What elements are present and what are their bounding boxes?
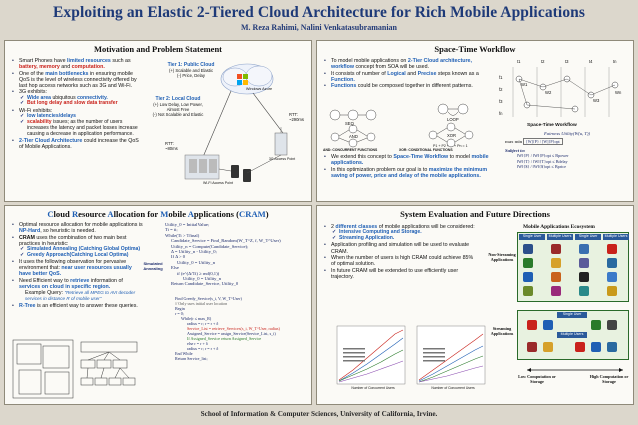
- azure-label: Windows Azure: [245, 87, 273, 91]
- motivation-heading: Motivation and Problem Statement: [93, 44, 223, 54]
- system-panel: System Evaluation and Future Directions …: [316, 205, 634, 405]
- low-computation-label: Low Computation or Storage: [518, 374, 556, 384]
- prob-equation: P1 + P2 + ... + Pn = 1: [433, 144, 468, 148]
- poster-footer: School of Information & Computer Science…: [200, 410, 438, 418]
- cram-heading: Cloud Resource Allocation for Mobile App…: [47, 209, 269, 219]
- tier1-label: Tier 1: Public Cloud (+) Scalable and El…: [167, 62, 215, 79]
- spacetime-text-top: To model mobile applications on 2-Tier C…: [321, 58, 493, 90]
- system-heading: System Evaluation and Future Directions: [400, 209, 550, 219]
- workflow-figure-title: Space-Time Workflow: [527, 123, 577, 128]
- poster-authors: M. Reza Rahimi, Nalini Venkatasubramania…: [240, 23, 398, 32]
- spacetime-panel: Space-Time Workflow To model mobile appl…: [316, 40, 634, 202]
- system-text: 2 different classes of mobile applicatio…: [321, 224, 479, 280]
- wifi-ap-label: Wi-Fi Access Point: [203, 181, 233, 185]
- poster-title: Exploiting an Elastic 2-Tiered Cloud Arc…: [52, 4, 586, 21]
- rtree-svg: [12, 339, 138, 399]
- spacetime-heading: Space-Time Workflow: [434, 44, 516, 54]
- spacetime-figure-svg: [512, 67, 619, 117]
- workflow-patterns: SEQ LOOP AND XOR AND: CONCURRENT FUNCTIO…: [323, 103, 493, 153]
- spacetime-figure: t1 t2 t3 t4 tn f1 f2 f3 fn W1 W2 W3 Wn: [497, 57, 631, 123]
- motivation-bullet-3: 3G exhibits: Wide area ubiquitous connec…: [12, 89, 139, 107]
- evaluation-charts: Number of Concurrent Users Number of Con…: [335, 324, 487, 402]
- two-tier-diagram-svg: [184, 63, 288, 182]
- evaluation-charts-svg: [336, 325, 486, 385]
- chart1-xlabel: Number of Concurrent Users: [351, 386, 395, 390]
- sa-algorithm: Utility_0 = InitialValue; Ti = ti; While…: [165, 222, 281, 287]
- sa-label: Simulated Annealing: [143, 261, 163, 271]
- rtree-illustration: [11, 336, 141, 402]
- greedy-algorithm: Find Greedy_Service(s_i, V, W_T^User) //…: [175, 296, 280, 361]
- chart2-xlabel: Number of Concurrent Users: [431, 386, 475, 390]
- optimization-formula: Fairness Utility(W(u, T)) max min [W]{P}…: [505, 131, 591, 170]
- spacetime-text-bottom: We extend this concept to Space-Time Wor…: [321, 154, 493, 179]
- high-computation-label: High Computation or Storage: [589, 374, 629, 384]
- tier2-label: Tier 2: Local Cloud (+) Low Delay, Low P…: [152, 96, 204, 118]
- ecosystem-figure: Single User Multiple Users Single User M…: [487, 232, 631, 402]
- computation-axis: [527, 368, 623, 372]
- motivation-bullet-4: Wi-Fi exhibits: low latencies/delays sca…: [12, 108, 139, 138]
- cram-panel: Cloud Resource Allocation for Mobile App…: [4, 205, 312, 405]
- poster-header: Exploiting an Elastic 2-Tiered Cloud Arc…: [0, 0, 638, 38]
- motivation-text: Smart Phones have limited resources such…: [9, 58, 139, 151]
- motivation-bullet-1: Smart Phones have limited resources such…: [12, 58, 139, 70]
- rtt-wifi-label: RTT:~80ms: [165, 141, 178, 151]
- rtt-3g-label: RTT:~290ms: [289, 112, 305, 122]
- cram-text: Optimal resource allocation for mobile a…: [9, 222, 143, 309]
- motivation-panel: Motivation and Problem Statement Smart P…: [4, 40, 312, 202]
- motivation-bullet-2: One of the main bottlenecks in ensuring …: [12, 71, 139, 89]
- streaming-label: Streaming Applications: [490, 326, 514, 336]
- motivation-bullet-5: 2-Tier Cloud Architecture could increase…: [12, 138, 139, 150]
- 3g-ap-label: 3G Access Point: [268, 157, 296, 161]
- two-tier-diagram: Tier 1: Public Cloud (+) Scalable and El…: [143, 57, 309, 199]
- workflow-patterns-svg: [329, 103, 474, 148]
- ecosystem-title: Mobile Applications Ecosystem: [523, 224, 595, 230]
- non-streaming-label: Non-Streaming Applications: [488, 252, 516, 262]
